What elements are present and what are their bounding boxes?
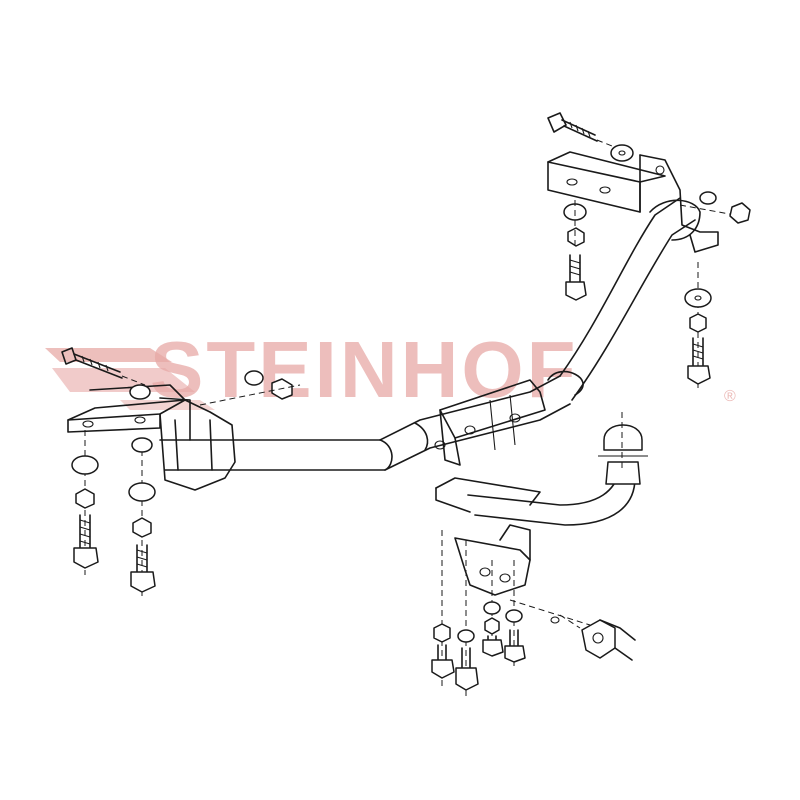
left-mounting-bracket bbox=[67, 384, 236, 491]
lower-bolt-stack-c bbox=[482, 560, 504, 660]
electrical-socket bbox=[550, 614, 636, 661]
lower-bolt-stack-b bbox=[455, 540, 479, 700]
main-crossbar bbox=[159, 375, 571, 471]
right-vertical-bolt-a bbox=[563, 200, 587, 301]
tow-ball bbox=[598, 412, 648, 485]
lower-bolt-stack-a bbox=[431, 530, 455, 690]
left-vertical-bolt-b bbox=[128, 437, 156, 600]
left-top-bolt bbox=[61, 347, 151, 400]
center-bracket-plates bbox=[434, 379, 546, 466]
lower-bolt-stack-d bbox=[504, 560, 526, 670]
left-vertical-bolt-a bbox=[71, 430, 99, 575]
right-vertical-bolt-b bbox=[684, 262, 712, 390]
registered-mark: ® bbox=[724, 388, 736, 405]
socket-plate-bracket bbox=[454, 524, 591, 626]
top-bolt-right bbox=[547, 112, 634, 162]
center-left-nuts bbox=[199, 370, 301, 406]
tow-ball-neck bbox=[435, 469, 636, 526]
right-mounting-bracket bbox=[547, 151, 719, 253]
right-side-nut bbox=[679, 191, 751, 224]
brand-watermark: STEINHOF bbox=[150, 325, 579, 414]
curved-side-arm bbox=[547, 197, 701, 401]
